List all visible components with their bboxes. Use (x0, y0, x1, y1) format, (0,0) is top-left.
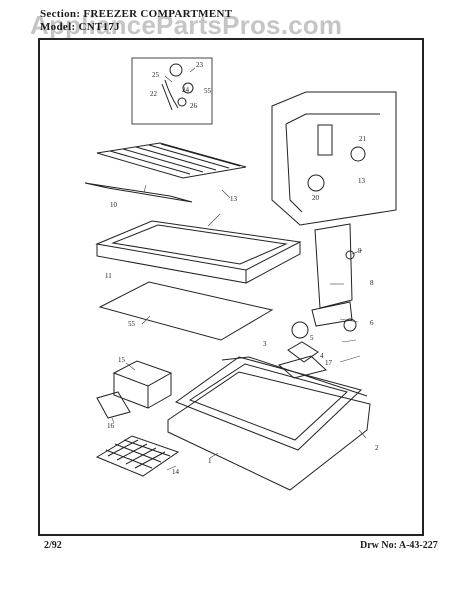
callout-5: 5 (310, 334, 314, 342)
air-duct (311, 223, 355, 327)
callout-23: 25 (152, 71, 160, 79)
callout-55: 55 (128, 320, 136, 328)
callout-labels: 25 23 55 22 24 26 21 13 20 13 10 11 9 8 … (105, 61, 379, 476)
model-label: Model: CNT17J (40, 21, 120, 33)
bin-handle (96, 391, 131, 419)
inset-hinge-parts (131, 57, 213, 125)
freezer-tray (95, 220, 302, 284)
callout-1: 1 (208, 457, 212, 465)
callout-26: 55 (204, 87, 212, 95)
revision-date: 2/92 (44, 540, 62, 551)
callout-20: 21 (359, 135, 367, 143)
callout-17: 17 (325, 359, 333, 367)
damper-parts (287, 318, 357, 363)
section-title: Section: FREEZER COMPARTMENT (40, 8, 233, 20)
callout-4: 4 (320, 352, 324, 360)
door-shelf-bar (277, 355, 328, 379)
callout-16: 16 (107, 422, 115, 430)
callout-24: 23 (196, 61, 204, 69)
watermark: AppliancePartsPros.com (30, 10, 343, 40)
callout-21: 22 (150, 90, 158, 98)
callout-19: 20 (312, 194, 320, 202)
wire-shelf (84, 142, 247, 203)
ice-tray (95, 435, 180, 477)
ice-bin (112, 360, 173, 409)
callout-11: 11 (105, 272, 112, 280)
callout-22: 24 (182, 86, 190, 94)
callout-14: 14 (172, 468, 180, 476)
callout-13: 13 (358, 177, 366, 185)
callout-2: 2 (375, 444, 379, 452)
drawing-number: Drw No: A-43-227 (360, 540, 438, 551)
callout-25: 26 (190, 102, 198, 110)
callout-9: 9 (358, 247, 362, 255)
panel (98, 281, 274, 341)
exploded-parts-diagram: 25 23 55 22 24 26 21 13 20 13 10 11 9 8 … (84, 57, 397, 491)
callout-15: 15 (118, 356, 126, 364)
callout-8: 8 (370, 279, 374, 287)
callout-6: 6 (370, 319, 374, 327)
freezer-liner (271, 91, 397, 226)
callout-3: 3 (263, 340, 267, 348)
diagram-frame (38, 38, 424, 536)
door-liner (167, 356, 371, 491)
callout-10: 10 (110, 201, 118, 209)
callout-12: 13 (230, 195, 238, 203)
